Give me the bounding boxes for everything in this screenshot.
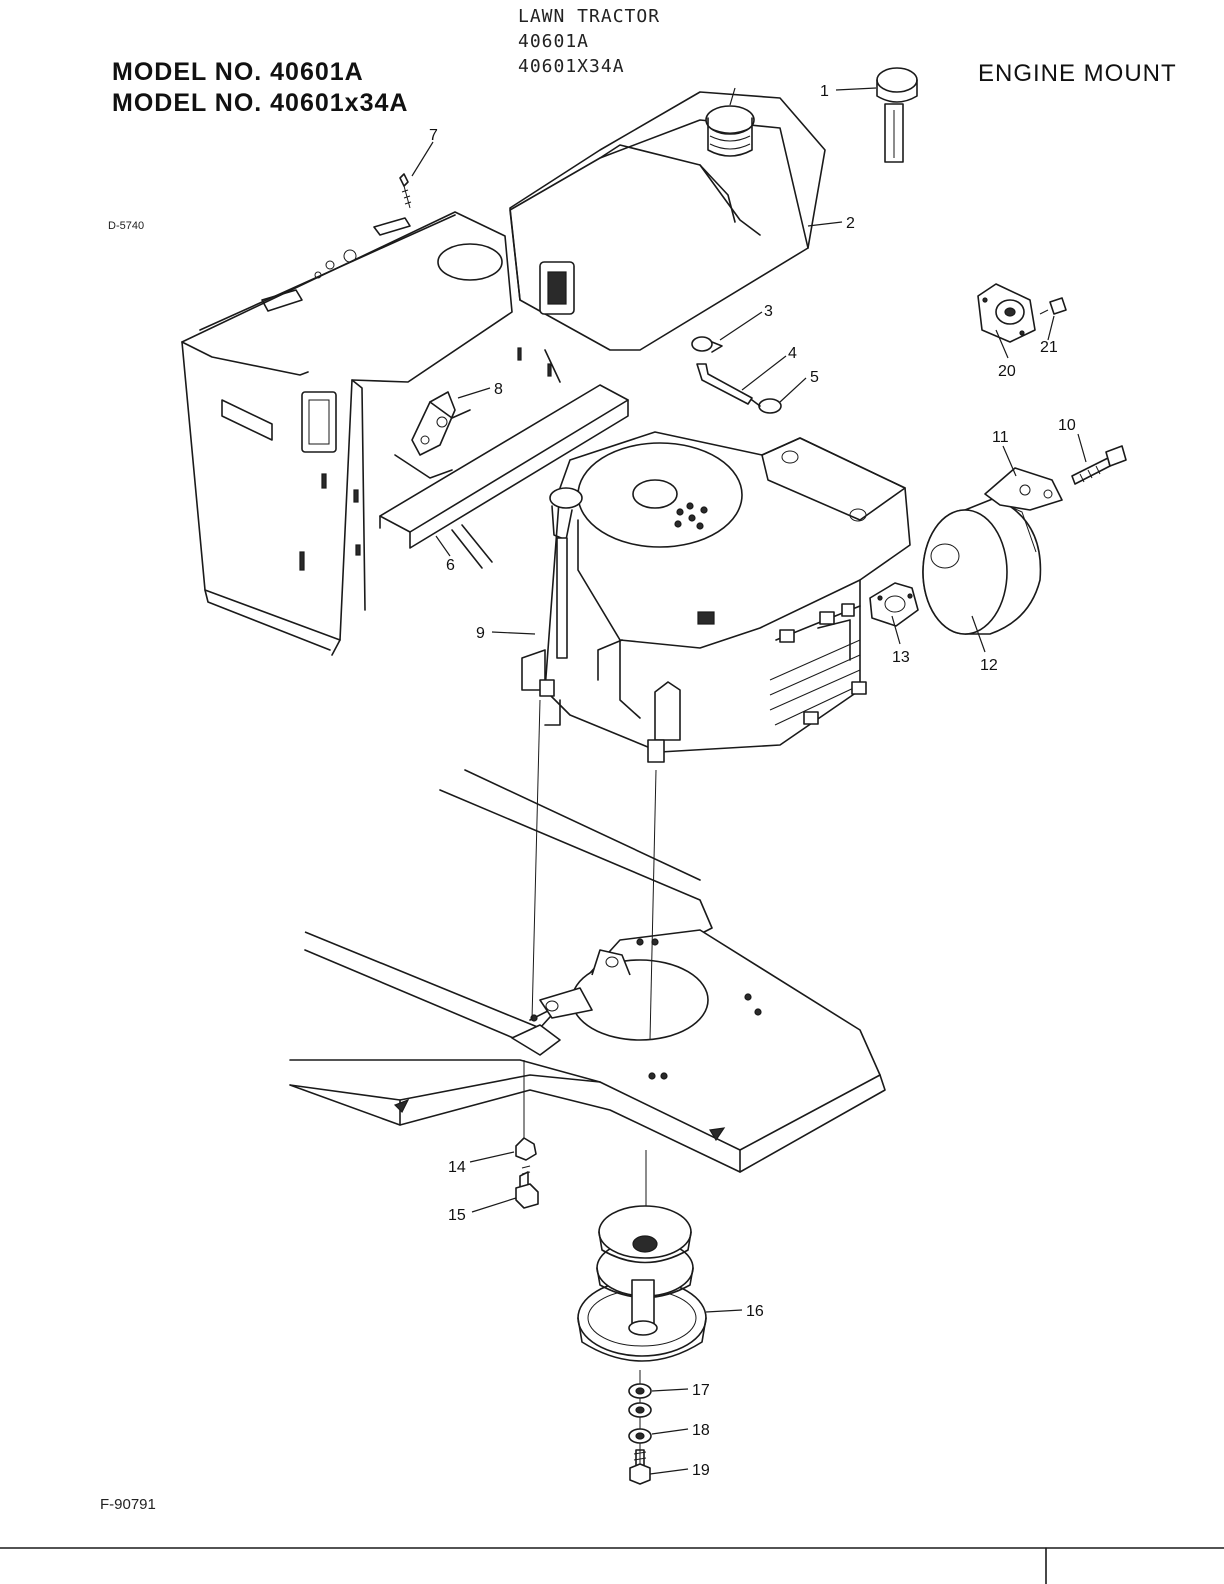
fuel-tank (509, 87, 826, 351)
screw-7 (399, 173, 412, 209)
figure-code: F-90791 (100, 1496, 156, 1513)
product-title-line1: LAWN TRACTOR (518, 6, 661, 27)
bracket-assembly (394, 391, 471, 479)
diagram-code: D-5740 (108, 220, 145, 232)
engine (521, 431, 911, 763)
muffler-gasket (869, 582, 919, 627)
hood-panel (181, 211, 552, 656)
muffler-bracket (984, 467, 1063, 511)
fuel-cap-with-gauge (876, 67, 918, 163)
flange-and-screw (977, 283, 1067, 343)
callout-19: 19 (692, 1462, 710, 1479)
callout-7: 7 (429, 127, 438, 144)
callout-8: 8 (494, 381, 503, 398)
callout-20: 20 (998, 363, 1016, 380)
oil-dipstick (549, 487, 583, 659)
fuel-hose-and-clamps (691, 336, 782, 414)
callout-1: 1 (820, 83, 829, 100)
muffler-bolt (1071, 445, 1127, 485)
callout-18: 18 (692, 1422, 710, 1439)
callout-leaders (411, 87, 1087, 1475)
lock-washer-and-bolt (515, 1137, 539, 1209)
callout-4: 4 (788, 345, 797, 362)
callout-labels: 1 2 3 4 5 6 7 8 9 10 11 12 13 14 15 16 1… (429, 83, 1076, 1479)
callout-15: 15 (448, 1207, 466, 1224)
callout-2: 2 (846, 215, 855, 232)
callout-14: 14 (448, 1159, 466, 1176)
callout-17: 17 (692, 1382, 710, 1399)
tractor-frame (289, 769, 886, 1173)
callout-11: 11 (992, 429, 1009, 446)
washers-and-bolt (628, 1383, 652, 1485)
page-border (0, 1547, 1224, 1584)
callout-9: 9 (476, 625, 485, 642)
section-title: ENGINE MOUNT (978, 60, 1177, 87)
product-title-line3: 40601X34A (518, 56, 625, 77)
engine-pulley (577, 1205, 707, 1362)
support-channel (379, 349, 629, 569)
callout-16: 16 (746, 1303, 764, 1320)
callout-13: 13 (892, 649, 910, 666)
callout-12: 12 (980, 657, 998, 674)
callout-10: 10 (1058, 417, 1076, 434)
callout-3: 3 (764, 303, 773, 320)
model-number-1: MODEL NO. 40601A (112, 58, 364, 86)
callout-21: 21 (1040, 339, 1058, 356)
callout-5: 5 (810, 369, 819, 386)
model-number-2: MODEL NO. 40601x34A (112, 89, 409, 117)
product-title-line2: 40601A (518, 31, 590, 52)
muffler (922, 489, 1042, 635)
callout-6: 6 (446, 557, 455, 574)
